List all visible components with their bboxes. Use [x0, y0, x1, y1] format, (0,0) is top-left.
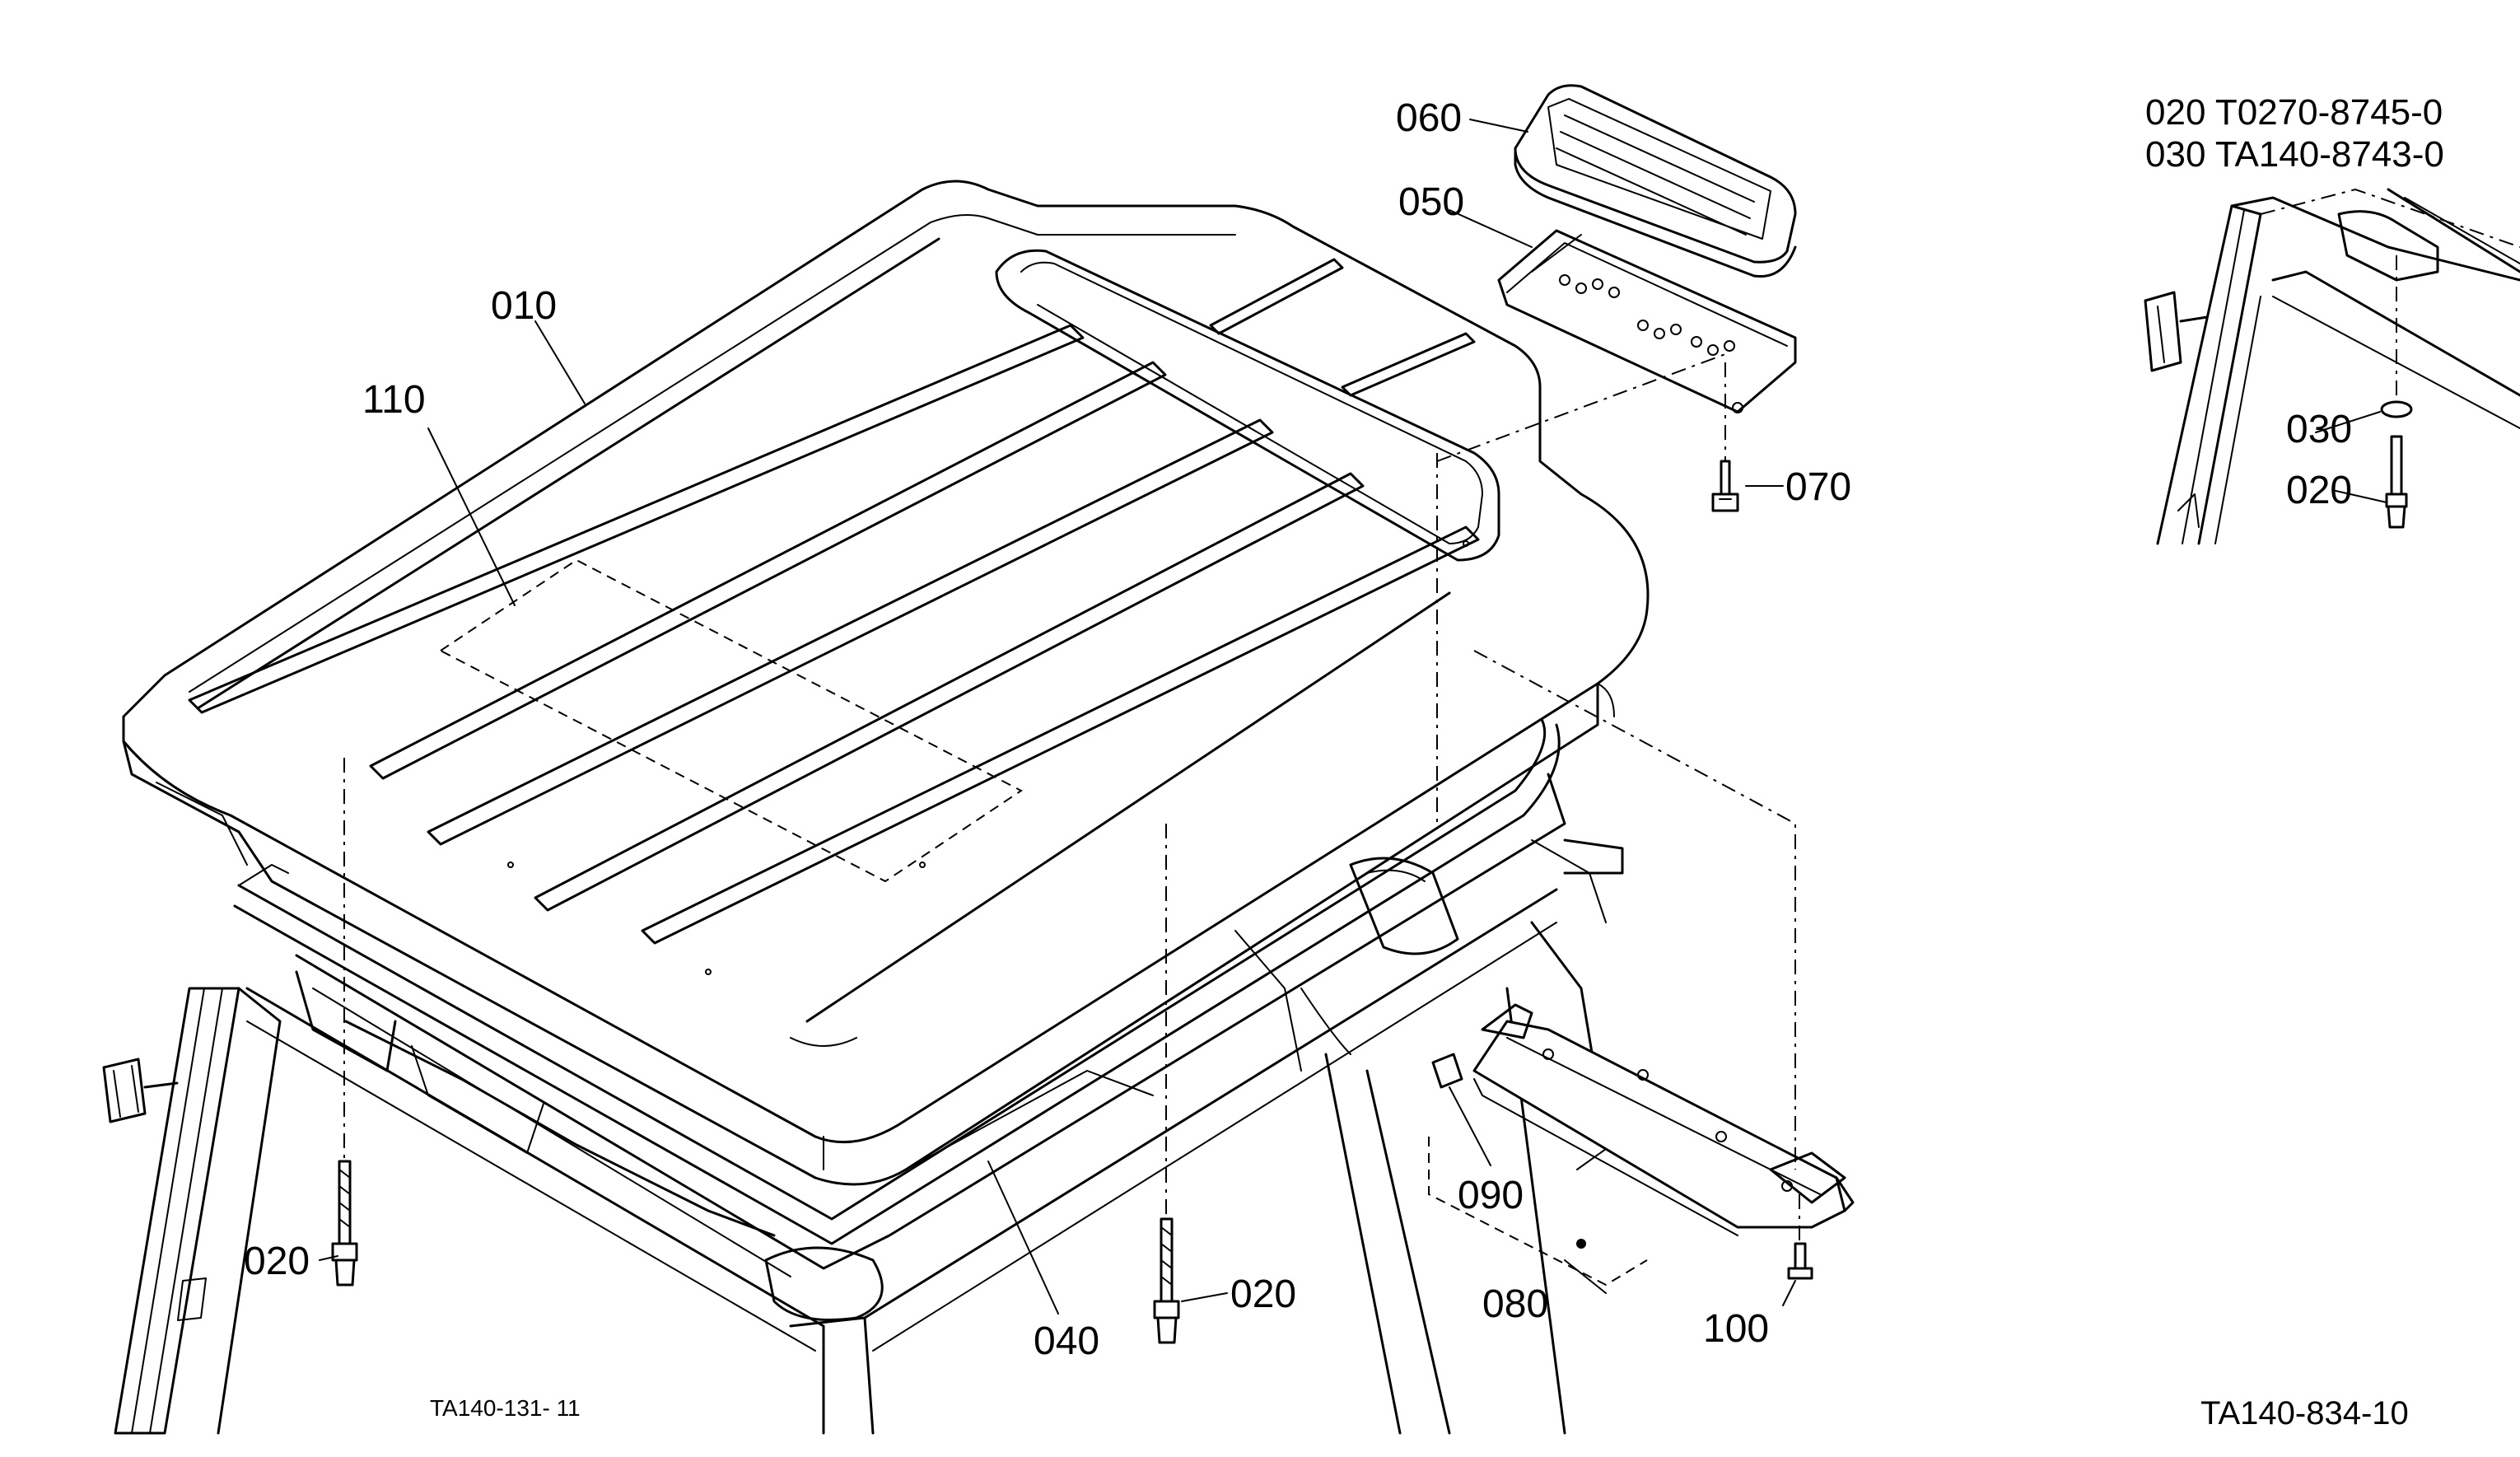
lamp-cover-060 — [1514, 84, 1797, 278]
callout-020-left: 020 — [244, 1240, 310, 1283]
roof-frame-structure — [295, 773, 1624, 1321]
inset-view — [2144, 188, 2520, 545]
callout-060: 060 — [1396, 96, 1463, 140]
inset-part-line-030: 030 TA140-8743-0 — [2145, 133, 2444, 175]
callout-090: 090 — [1458, 1174, 1524, 1217]
drawing-ref-inset: TA140-834-10 — [2200, 1395, 2409, 1431]
inset-part-line-020: 020 T0270-8745-0 — [2145, 92, 2443, 133]
inset-part-list: 020 T0270-8745-0 030 TA140-8743-0 — [2145, 92, 2444, 175]
inset-callout-020: 020 — [2286, 469, 2353, 512]
roof-seal-gasket-040 — [233, 715, 1561, 1245]
callout-dot-080 — [1576, 1239, 1586, 1249]
cab-frame-left-pillar — [102, 987, 282, 1435]
callout-bracket-080 — [1428, 1137, 1648, 1287]
inset-callout-030: 030 — [2286, 408, 2353, 451]
screw-070 — [1711, 460, 1739, 512]
hinge-plate-080 — [1472, 1003, 1855, 1236]
callout-050: 050 — [1398, 180, 1465, 224]
clip-090 — [1431, 1053, 1463, 1089]
leader-lines — [319, 119, 1796, 1315]
bolt-020-left — [331, 1160, 358, 1287]
callout-070: 070 — [1785, 465, 1852, 509]
callout-010: 010 — [491, 284, 558, 328]
cab-frame-front — [245, 839, 1608, 1435]
plate-050 — [1497, 229, 1797, 413]
center-lines — [343, 353, 1800, 1244]
callout-080: 080 — [1482, 1282, 1549, 1326]
screw-100 — [1787, 1242, 1813, 1280]
roof-panel-010 — [122, 180, 1650, 1186]
callout-100: 100 — [1703, 1307, 1770, 1351]
callout-020-mid: 020 — [1230, 1273, 1297, 1316]
bolt-020-mid — [1153, 1217, 1180, 1344]
drawing-ref-main: TA140-131- 11 — [430, 1395, 581, 1421]
callout-040: 040 — [1034, 1319, 1100, 1363]
callout-110: 110 — [362, 378, 426, 422]
